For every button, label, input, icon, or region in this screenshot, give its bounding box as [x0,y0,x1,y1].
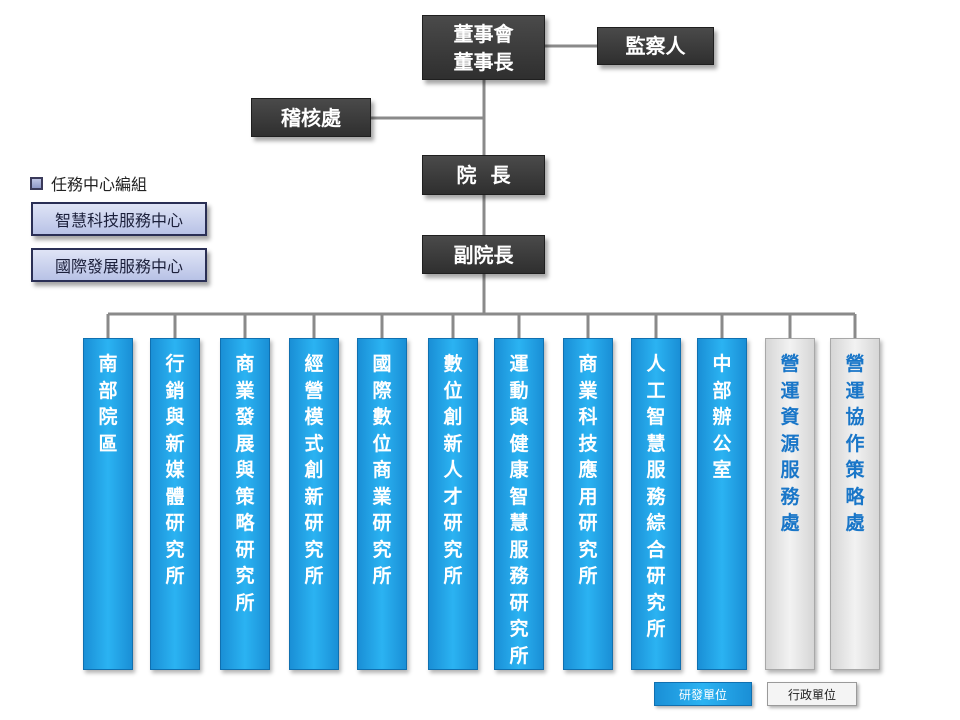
supervisor-box: 監察人 [597,27,714,65]
audit-office-box: 稽核處 [251,98,371,137]
unit-column: 數位創新人才研究所 [428,338,478,670]
unit-label: 人工智慧服務綜合研究所 [646,353,666,640]
unit-label: 營運資源服務處 [780,353,800,534]
unit-label: 行銷與新媒體研究所 [165,353,185,587]
unit-column: 南部院區 [83,338,133,670]
board-chairman-box: 董事會 董事長 [422,15,545,80]
task-center-legend: 任務中心編組 [30,171,147,195]
legend-rd-unit: 研發單位 [654,682,752,706]
unit-column: 商業科技應用研究所 [563,338,613,670]
unit-column: 營運協作策略處 [830,338,880,670]
president-box: 院 長 [422,155,545,195]
unit-label: 商業科技應用研究所 [578,353,598,587]
task-center-international: 國際發展服務中心 [31,248,207,282]
unit-column: 國際數位商業研究所 [357,338,407,670]
unit-label: 數位創新人才研究所 [443,353,463,587]
unit-label: 國際數位商業研究所 [372,353,392,587]
unit-column: 經營模式創新研究所 [289,338,339,670]
unit-label: 中部辦公室 [712,353,732,481]
unit-column: 中部辦公室 [697,338,747,670]
task-center-legend-label: 任務中心編組 [51,175,148,194]
task-center-smart-tech: 智慧科技服務中心 [31,202,207,236]
unit-label: 商業發展與策略研究所 [235,353,255,614]
unit-column: 行銷與新媒體研究所 [150,338,200,670]
legend-admin-unit: 行政單位 [767,682,857,706]
unit-label: 運動與健康智慧服務研究所 [509,353,529,667]
vice-president-box: 副院長 [422,235,545,274]
unit-column: 運動與健康智慧服務研究所 [494,338,544,670]
unit-column: 商業發展與策略研究所 [220,338,270,670]
unit-label: 南部院區 [98,353,118,455]
unit-column: 營運資源服務處 [765,338,815,670]
square-bullet-icon [30,176,43,190]
unit-label: 營運協作策略處 [845,353,865,534]
unit-column: 人工智慧服務綜合研究所 [631,338,681,670]
unit-label: 經營模式創新研究所 [304,353,324,587]
